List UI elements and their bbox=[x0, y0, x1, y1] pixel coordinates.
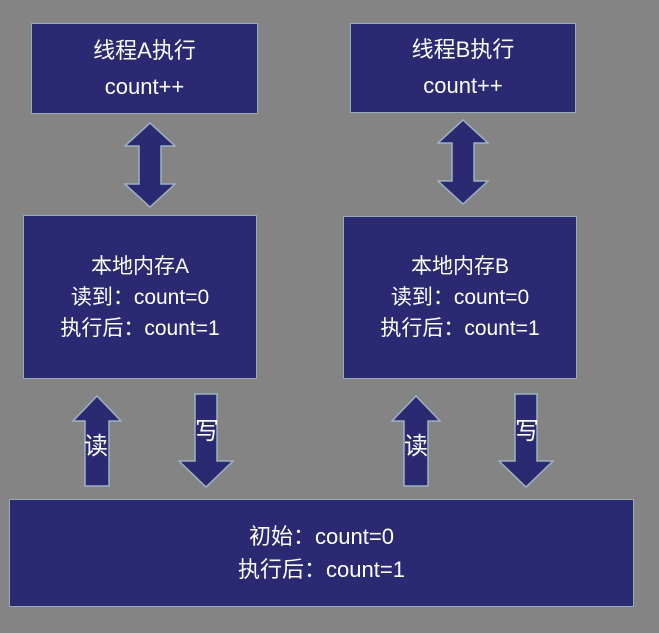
read-arrow-b-label: 读 bbox=[404, 433, 428, 460]
main-memory-box: 初始：count=0 执行后：count=1 bbox=[9, 499, 634, 607]
local-memory-a-title: 本地内存A bbox=[90, 254, 189, 278]
bidirectional-arrow-a-icon bbox=[124, 122, 176, 208]
local-memory-a-after-value: 执行后：count=1 bbox=[60, 316, 220, 340]
local-memory-a-read-value: 读到：count=0 bbox=[70, 285, 210, 309]
local-memory-a-box: 本地内存A 读到：count=0 执行后：count=1 bbox=[23, 215, 257, 379]
read-arrow-a-label: 读 bbox=[84, 433, 108, 460]
local-memory-b-box: 本地内存B 读到：count=0 执行后：count=1 bbox=[343, 216, 577, 379]
main-memory-initial-value: 初始：count=0 bbox=[249, 524, 394, 549]
thread-a-operation: count++ bbox=[104, 73, 185, 99]
write-arrow-b-label: 写 bbox=[515, 418, 539, 445]
read-up-arrow-b-icon bbox=[391, 395, 441, 487]
read-up-arrow-a-icon bbox=[72, 395, 122, 487]
thread-a-box: 线程A执行 count++ bbox=[31, 23, 258, 114]
thread-a-title: 线程A执行 bbox=[93, 37, 196, 63]
local-memory-b-read-value: 读到：count=0 bbox=[390, 286, 530, 309]
main-memory-after-value: 执行后：count=1 bbox=[238, 557, 405, 582]
thread-b-operation: count++ bbox=[423, 73, 503, 98]
write-down-arrow-b-icon bbox=[498, 393, 554, 488]
local-memory-b-title: 本地内存B bbox=[410, 255, 509, 278]
write-down-arrow-a-icon bbox=[178, 393, 234, 488]
thread-b-box: 线程B执行 count++ bbox=[350, 23, 576, 113]
thread-b-title: 线程B执行 bbox=[411, 37, 515, 62]
local-memory-b-after-value: 执行后：count=1 bbox=[380, 317, 540, 340]
bidirectional-arrow-b-icon bbox=[437, 119, 489, 205]
write-arrow-a-label: 写 bbox=[195, 418, 219, 445]
